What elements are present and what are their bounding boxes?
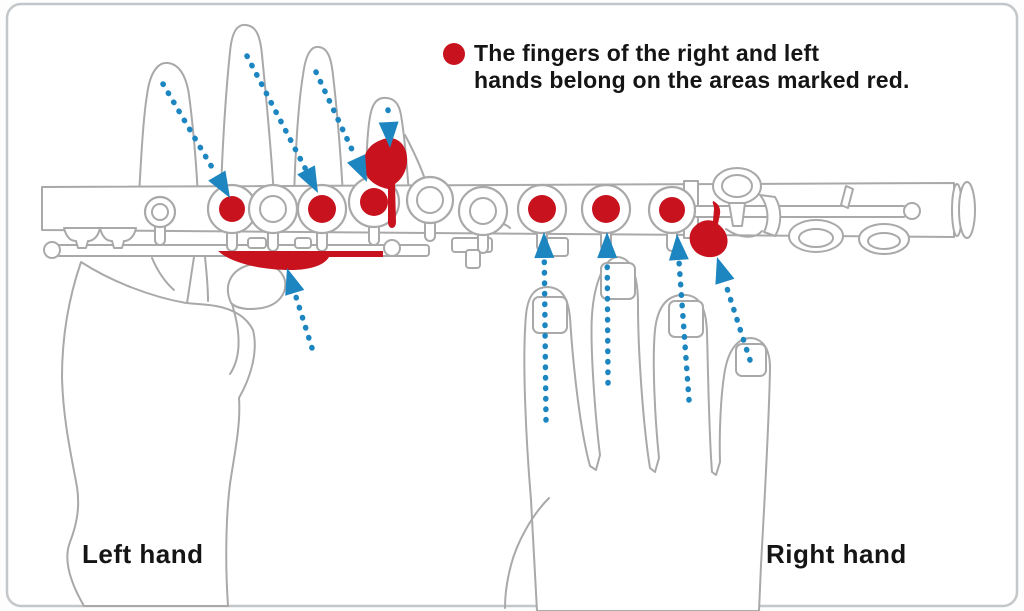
left-pinky-arrow (378, 107, 399, 148)
left-palm-crease (151, 257, 175, 291)
key-open-1 (247, 183, 299, 252)
right-index-arrow-head (534, 232, 555, 259)
right-middle-arrow-head (597, 232, 618, 259)
left-middle-arrow (244, 53, 318, 193)
red-dot-icon (443, 43, 465, 65)
key-left-ring (347, 175, 401, 246)
cup-key-2 (99, 227, 137, 249)
left-ring-finger (293, 45, 344, 197)
right-hand-outline (504, 256, 771, 611)
rod-connector (383, 239, 401, 257)
key-right-middle-red-marker (592, 195, 620, 223)
foot-round-key-inner (721, 174, 753, 198)
foot-key-stem (728, 202, 746, 227)
legend-line-1: The fingers of the right and left (474, 40, 820, 66)
key-small-ring (143, 195, 177, 246)
left-thumb-arrow (285, 268, 315, 351)
flute-end-cap (958, 181, 976, 239)
mech-tab-3 (465, 249, 481, 269)
left-pinky-lever (363, 138, 408, 228)
left-rod-cap (43, 241, 61, 259)
key-right-index-red-marker (528, 195, 556, 223)
legend-text: The fingers of the right and left hands … (474, 40, 910, 94)
right-thumb (504, 497, 550, 609)
right-hand-label: Right hand (766, 539, 907, 569)
right-pinky-arrow-head (715, 257, 735, 285)
cup-key-1 (63, 227, 101, 249)
key-open-2 (405, 175, 455, 242)
left-pinky-arrow-head (378, 121, 399, 148)
key-left-middle (296, 183, 348, 252)
right-middle-arrow (597, 232, 618, 386)
left-ring-arrow (313, 69, 367, 182)
left-ring-arrow-head (346, 154, 367, 182)
key-open-3 (457, 185, 509, 254)
key-left-middle-red-marker (308, 195, 336, 223)
right-index-nail (532, 296, 568, 334)
foot-oval-key-2-inner (867, 232, 901, 250)
red-target-areas (218, 138, 728, 270)
legend-line-2: hands belong on the areas marked red. (474, 67, 910, 93)
foot-small-lever (840, 185, 854, 209)
foot-oval-key-1-inner (798, 228, 834, 248)
mech-tab-1 (247, 237, 267, 249)
left-thumb-arrow-head (285, 268, 305, 296)
left-index-base-1 (186, 256, 195, 304)
key-right-ring-red-marker (659, 197, 685, 223)
foot-rod-ball (903, 202, 921, 220)
left-thumb (226, 262, 287, 310)
right-hand-silhouette (523, 256, 771, 611)
left-index-base-2 (204, 256, 209, 302)
key-left-index-red-marker (219, 196, 245, 222)
left-thumb-crease (229, 303, 240, 375)
right-ring-arrow (668, 234, 692, 403)
right-ring-arrow-head (668, 234, 689, 261)
finger-arrows (160, 53, 753, 423)
left-middle-finger (220, 23, 275, 197)
key-left-ring-red-marker (360, 188, 388, 216)
left-index-arrow-head (208, 170, 230, 198)
right-ring-nail (668, 300, 704, 338)
foot-bracket-2 (759, 194, 782, 237)
key-right-index (516, 183, 568, 252)
left-index-arrow (160, 81, 230, 198)
foot-rod (693, 205, 907, 218)
foot-bracket-1 (725, 228, 763, 238)
right-pinky-lever (689, 201, 728, 258)
left-hand-label: Left hand (82, 539, 204, 569)
left-middle-arrow-head (297, 165, 318, 193)
right-pinky-arrow (715, 257, 753, 363)
left-palm (61, 261, 256, 607)
mech-tab-2 (294, 237, 312, 249)
key-left-index (206, 183, 258, 252)
right-index-arrow (534, 232, 555, 423)
left-thumb-key-plate (218, 251, 383, 270)
left-index-finger (138, 61, 199, 197)
legend: The fingers of the right and left hands … (443, 40, 910, 94)
